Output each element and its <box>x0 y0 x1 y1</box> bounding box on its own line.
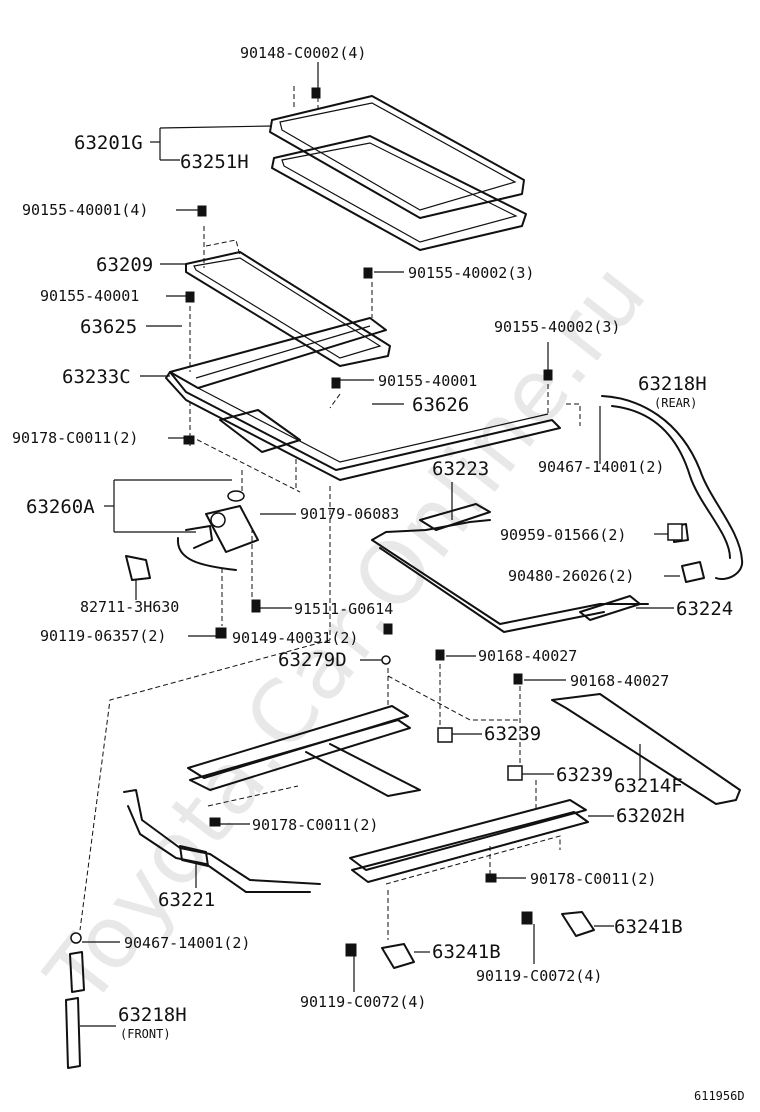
part-label[interactable]: 63202H <box>616 805 685 827</box>
part-label[interactable]: 90959-01566(2) <box>500 526 626 544</box>
part-label[interactable]: 90155-40002(3) <box>408 264 534 282</box>
part-label[interactable]: 63224 <box>676 598 733 620</box>
bracket-63241b <box>381 911 595 969</box>
part-label[interactable]: 63223 <box>432 458 489 480</box>
sunroof-glass <box>269 95 527 251</box>
part-label[interactable]: 90480-26026(2) <box>508 567 634 585</box>
part-label[interactable]: 90155-40001(4) <box>22 201 148 219</box>
part-label[interactable]: 63625 <box>80 316 137 338</box>
part-label[interactable]: 90155-40001 <box>378 372 477 390</box>
part-label[interactable]: 63218H <box>638 373 707 395</box>
motor-63260a <box>125 490 259 581</box>
part-label[interactable]: 90119-06357(2) <box>40 627 166 645</box>
fastener-symbols <box>183 87 683 957</box>
part-note: (FRONT) <box>120 1027 171 1041</box>
shade-63214f <box>551 693 741 805</box>
part-label[interactable]: 63239 <box>556 764 613 786</box>
leader-lines <box>80 62 680 1027</box>
part-label[interactable]: 90178-C0011(2) <box>12 429 138 447</box>
drain-hose-rear <box>601 395 744 583</box>
part-label[interactable]: 90119-C0072(4) <box>476 967 602 985</box>
part-label[interactable]: 63214F <box>614 775 683 797</box>
part-label[interactable]: 63279D <box>278 649 347 671</box>
cable-63223 <box>371 503 649 633</box>
part-label[interactable]: 90149-40031(2) <box>232 629 358 647</box>
part-label[interactable]: 63251H <box>180 151 249 173</box>
part-label[interactable]: 90155-40002(3) <box>494 318 620 336</box>
part-label[interactable]: 90155-40001 <box>40 287 139 305</box>
part-label[interactable]: 63221 <box>158 889 215 911</box>
part-label[interactable]: 90168-40027 <box>570 672 669 690</box>
part-labels: 90148-C0002(4) 63201G 63251H 90155-40001… <box>12 44 733 1041</box>
part-label[interactable]: 90178-C0011(2) <box>252 816 378 834</box>
part-note: (REAR) <box>654 396 697 410</box>
rails-63202h <box>187 705 589 883</box>
part-label[interactable]: 90467-14001(2) <box>538 458 664 476</box>
part-label[interactable]: 90148-C0002(4) <box>240 44 366 62</box>
frame-63209 <box>185 239 391 367</box>
assembly-lines <box>79 86 581 940</box>
part-label[interactable]: 91511-G0614 <box>294 600 393 618</box>
part-label[interactable]: 90467-14001(2) <box>124 934 250 952</box>
part-label[interactable]: 63209 <box>96 254 153 276</box>
guide-63221 <box>123 789 321 893</box>
part-label[interactable]: 63241B <box>432 941 501 963</box>
part-label[interactable]: 82711-3H630 <box>80 598 179 616</box>
part-label[interactable]: 63218H <box>118 1004 187 1026</box>
part-label[interactable]: 90178-C0011(2) <box>530 870 656 888</box>
part-label[interactable]: 63260A <box>26 496 95 518</box>
part-label[interactable]: 63239 <box>484 723 541 745</box>
part-label[interactable]: 90119-C0072(4) <box>300 993 426 1011</box>
housing-63233c <box>165 317 561 493</box>
part-label[interactable]: 63201G <box>74 132 143 154</box>
drain-hose-front <box>65 932 85 1069</box>
diagram-code: 611956D <box>694 1089 745 1103</box>
part-label[interactable]: 63233C <box>62 366 131 388</box>
part-label[interactable]: 90179-06083 <box>300 505 399 523</box>
part-label[interactable]: 90168-40027 <box>478 647 577 665</box>
part-label[interactable]: 63241B <box>614 916 683 938</box>
part-label[interactable]: 63626 <box>412 394 469 416</box>
